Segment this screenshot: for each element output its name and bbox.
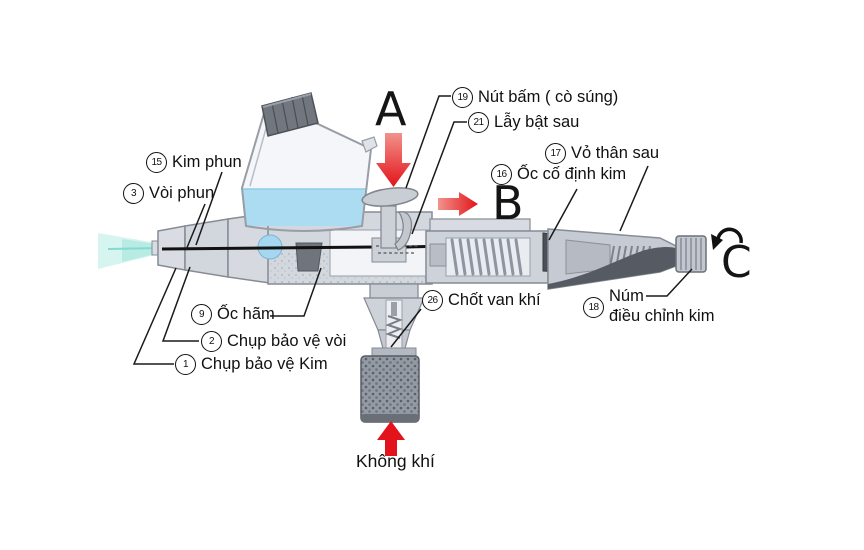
- part-name: Núm điều chỉnh kim: [609, 287, 715, 325]
- direction-letter-c: C: [721, 237, 752, 288]
- label-oc-ham: 9 Ốc hãm: [191, 304, 275, 325]
- part-number-badge: 2: [201, 331, 222, 352]
- rear-lever: [394, 211, 413, 251]
- paint-cup: [240, 92, 378, 232]
- main-spring: [450, 238, 523, 276]
- part-number-badge: 15: [146, 152, 167, 173]
- part-name: Ốc cố định kim: [517, 165, 627, 184]
- part-name: Chụp bảo vệ vòi: [227, 332, 347, 351]
- part-name: Ốc hãm: [217, 305, 275, 324]
- trigger-assembly: [361, 187, 420, 263]
- direction-letter-b: B: [492, 176, 524, 230]
- part-number-badge: 26: [422, 290, 443, 311]
- arrow-a-down-icon: [376, 133, 411, 187]
- part-name: Vòi phun: [149, 184, 215, 203]
- part-number-badge: 9: [191, 304, 212, 325]
- part-number-badge: 19: [452, 87, 473, 108]
- direction-letter-a: A: [375, 82, 407, 136]
- paint-liquid: [242, 189, 366, 226]
- part-name: Lẫy bật sau: [494, 113, 580, 132]
- arrow-b-right-icon: [438, 192, 478, 216]
- rotation-arrow-c-icon: [711, 227, 743, 250]
- trigger-button: [361, 187, 419, 207]
- label-kim-phun: 15 Kim phun: [146, 152, 242, 173]
- part-number-badge: 16: [491, 164, 512, 185]
- label-chup-bao-ve-voi: 2 Chụp bảo vệ vòi: [201, 331, 346, 352]
- valve-spring: [385, 315, 403, 339]
- part-name: Vỏ thân sau: [571, 144, 660, 163]
- label-lay-bat-sau: 21 Lẫy bật sau: [468, 112, 579, 133]
- label-oc-co-dinh-kim: 16 Ốc cố định kim: [491, 164, 626, 185]
- part-name: Kim phun: [172, 153, 242, 172]
- part-name: Chốt van khí: [448, 291, 541, 310]
- label-voi-phun: 3 Vòi phun: [123, 183, 214, 204]
- air-valve: [360, 283, 425, 423]
- air-hose-connector: [360, 355, 420, 423]
- rear-handle: [547, 228, 707, 290]
- callout-lines: [132, 95, 693, 365]
- part-number-badge: 18: [583, 297, 604, 318]
- part-name: Chụp bảo vệ Kim: [201, 355, 328, 374]
- part-name: Nút bấm ( cò súng): [478, 88, 619, 107]
- air-valve-pin: [391, 302, 397, 316]
- handle-shell: [548, 246, 676, 289]
- label-num-dieu-chinh-kim: 18 Núm điều chỉnh kim: [583, 287, 714, 327]
- part-number-badge: 21: [468, 112, 489, 133]
- needle: [161, 245, 377, 251]
- part-number-badge: 17: [545, 143, 566, 164]
- needle-chuck: [295, 242, 323, 272]
- label-vo-than-sau: 17 Vỏ thân sau: [545, 143, 659, 164]
- label-chup-bao-ve-kim: 1 Chụp bảo vệ Kim: [175, 354, 328, 375]
- part-number-badge: 1: [175, 354, 196, 375]
- arrow-air-up-icon: [377, 421, 405, 456]
- label-chot-van-khi: 26 Chốt van khí: [422, 290, 541, 311]
- air-flow-label: Không khí: [356, 451, 435, 471]
- part-number-badge: 3: [123, 183, 144, 204]
- label-nut-bam: 19 Nút bấm ( cò súng): [452, 87, 618, 108]
